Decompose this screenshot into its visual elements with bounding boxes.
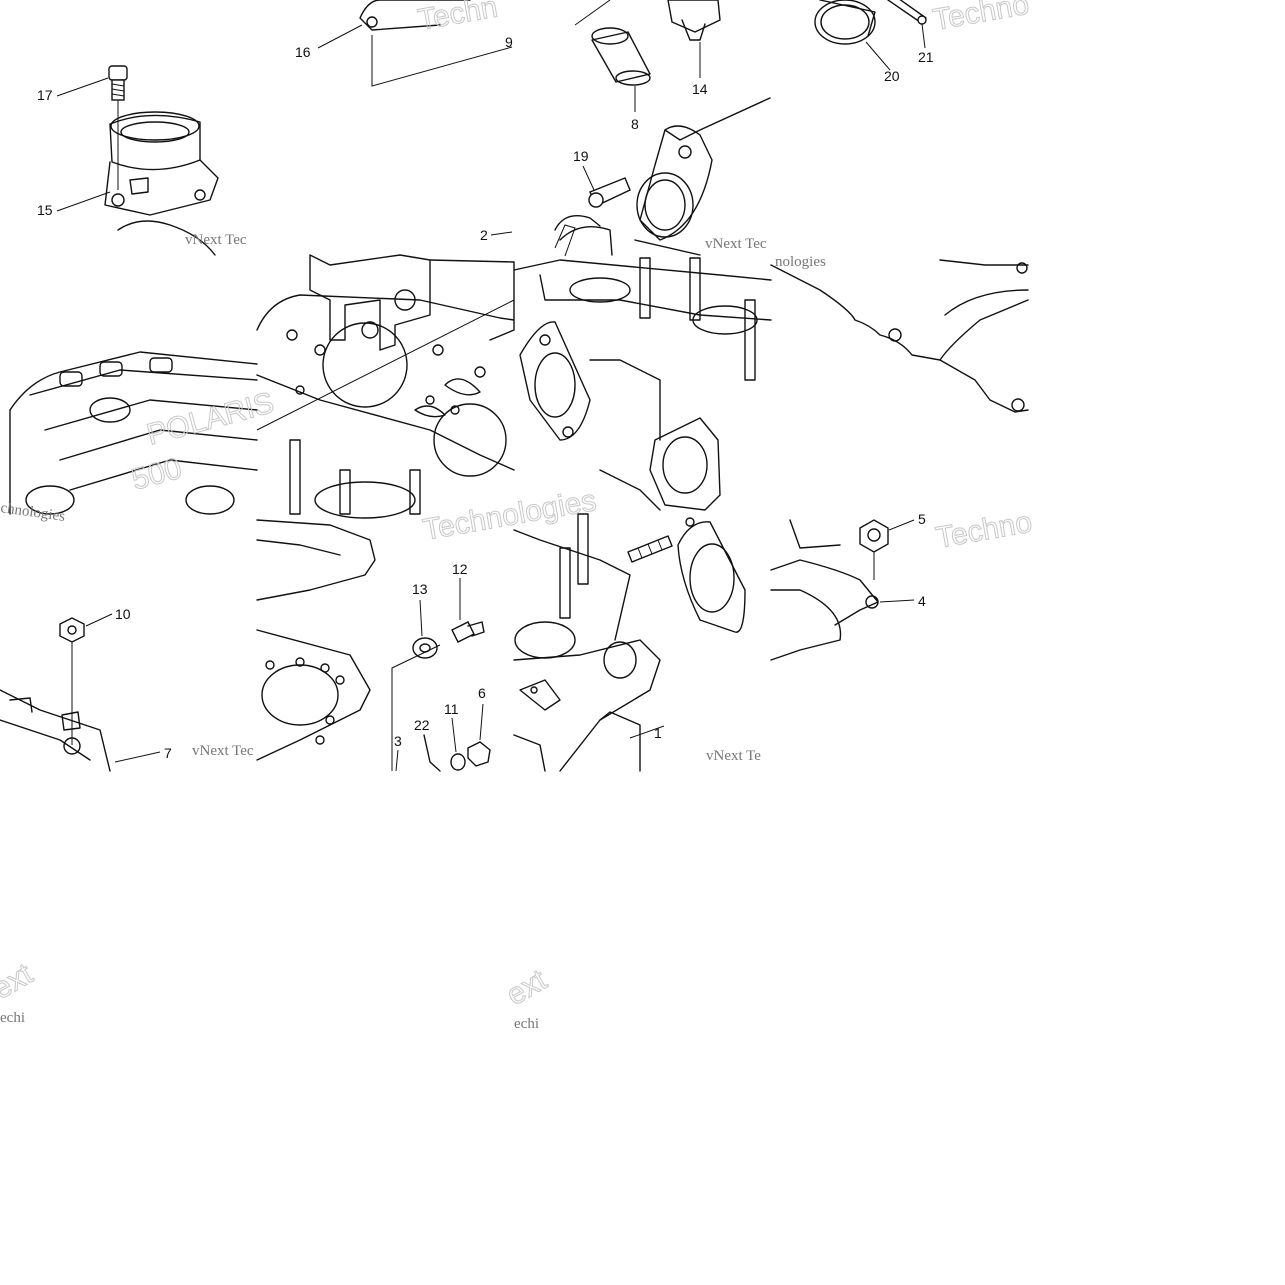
watermark-ext-left: ext xyxy=(0,957,39,1006)
watermark-techn: Techn xyxy=(415,0,500,37)
watermark-nologies: nologies xyxy=(775,254,826,270)
part-exhaust-flange-lower xyxy=(589,359,721,511)
embossed-polaris: POLARIS 500 xyxy=(128,386,278,498)
callout-9: 9 xyxy=(505,34,513,50)
callout-16: 16 xyxy=(295,44,311,60)
callout-17: 17 xyxy=(37,87,53,103)
callout-21: 21 xyxy=(918,49,934,65)
embossed-polaris-text: POLARIS xyxy=(143,386,277,452)
part-sensor-14 xyxy=(667,0,721,78)
part-clamp-20 xyxy=(814,0,891,71)
callout-12: 12 xyxy=(452,561,468,577)
callout-8: 8 xyxy=(631,116,639,132)
callout-6: 6 xyxy=(478,685,486,701)
callout-labels: 1 2 3 4 5 6 7 8 9 10 11 12 13 14 15 16 1… xyxy=(37,34,934,761)
watermark-ext-mid: ext xyxy=(501,963,553,1012)
callout-11: 11 xyxy=(444,701,459,717)
part-thermostat-housing xyxy=(104,65,219,256)
callout-3: 3 xyxy=(394,733,402,749)
watermark-techno-2: Techno xyxy=(933,506,1034,555)
watermark-chnologies: chnologies xyxy=(0,500,66,525)
watermark-technologies: Technologies xyxy=(420,484,598,547)
part-base-gasket xyxy=(770,259,1029,413)
part-head-gasket-lower xyxy=(256,629,371,761)
part-exhaust-flange-upper xyxy=(519,321,591,441)
callout-5: 5 xyxy=(918,511,926,527)
part-cylinder-cover-side xyxy=(256,519,376,601)
callout-2: 2 xyxy=(480,227,488,243)
part-cylinder-block-top xyxy=(513,257,772,381)
watermark-vnext-1: vNext Tec xyxy=(185,232,247,248)
part-washer-11 xyxy=(450,717,466,771)
part-exhaust-gasket xyxy=(677,517,746,633)
watermark-vnext-3: vNext Te xyxy=(706,748,761,764)
part-bolt-12 xyxy=(451,578,485,643)
part-cylinder-cover xyxy=(9,351,258,515)
callout-19: 19 xyxy=(573,148,589,164)
callout-13: 13 xyxy=(412,581,428,597)
callout-7: 7 xyxy=(164,745,172,761)
callout-20: 20 xyxy=(884,68,900,84)
part-nut-5 xyxy=(859,519,915,580)
part-cylinder-head-gasket xyxy=(256,294,515,477)
callout-14: 14 xyxy=(692,81,708,97)
part-thermostat-body xyxy=(309,254,515,351)
part-nut-10 xyxy=(59,613,113,745)
watermark-vnext-4: vNext Tec xyxy=(705,236,767,252)
callout-4: 4 xyxy=(918,593,926,609)
part-cylinder-studs xyxy=(289,439,421,519)
part-stud xyxy=(627,535,673,563)
part-nut-6 xyxy=(467,703,491,767)
watermark-echi-left: echi xyxy=(0,1010,25,1026)
callout-10: 10 xyxy=(115,606,131,622)
part-base-gasket-lower xyxy=(770,519,915,661)
watermark-echi-mid: echi xyxy=(514,1016,539,1032)
callout-15: 15 xyxy=(37,202,53,218)
watermark-techno-1: Techno xyxy=(930,0,1031,37)
part-washer-13 xyxy=(412,599,438,659)
part-gasket-top xyxy=(359,0,513,87)
watermarks: vNext Tec chnologies nologies vNext Tec … xyxy=(0,0,1035,1032)
watermark-vnext-2: vNext Tec xyxy=(192,743,254,759)
callout-22: 22 xyxy=(414,717,430,733)
part-sleeve-8 xyxy=(574,0,651,112)
part-screw-19 xyxy=(582,165,631,208)
callout-1: 1 xyxy=(654,725,662,741)
embossed-500-text: 500 xyxy=(128,452,185,497)
part-intake-manifold xyxy=(554,97,771,257)
part-screw-21 xyxy=(887,0,927,49)
part-cylinder-block-lower xyxy=(513,513,661,772)
part-cylinder-cover-lower xyxy=(0,689,161,772)
